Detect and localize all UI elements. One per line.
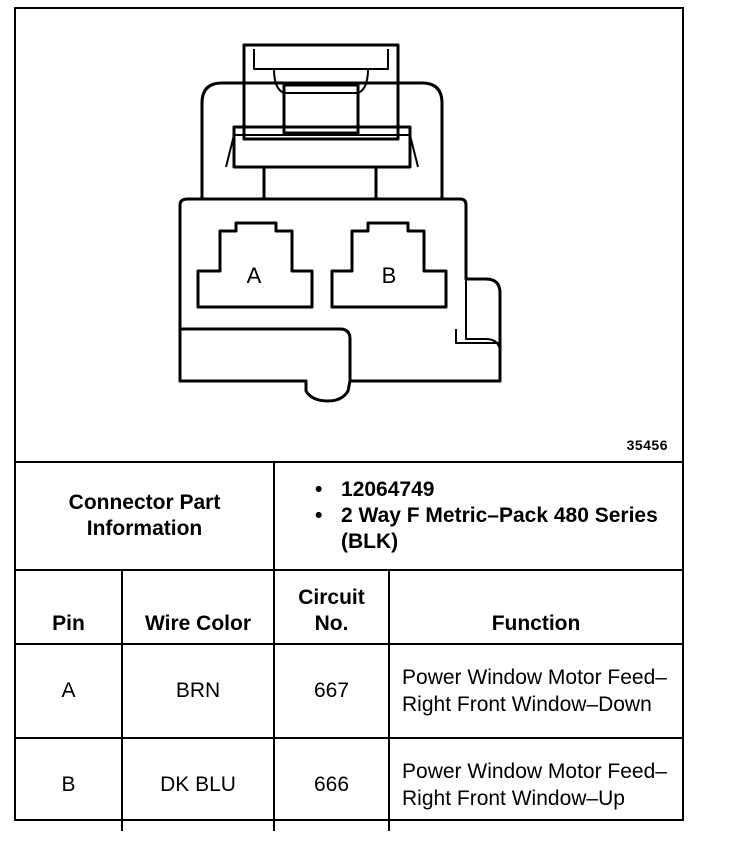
- cavity-a: [196, 221, 314, 309]
- connector-table: Connector Part Information •12064749 •2 …: [16, 461, 683, 831]
- connector-body: [178, 197, 502, 383]
- table-row: B DK BLU 666 Power Window Motor Feed–Rig…: [16, 737, 683, 831]
- latch-block: [242, 43, 400, 141]
- connector-sheet: A B 35456 Connector Part Information •12…: [14, 7, 684, 831]
- connector-band: [232, 125, 412, 169]
- header-wire-color: Wire Color: [120, 569, 276, 645]
- header-circuit: Circuit No.: [273, 569, 391, 645]
- function-cell: Power Window Motor Feed–Right Front Wind…: [388, 737, 683, 831]
- pin-cell: B: [16, 737, 123, 831]
- latch-tab: [282, 83, 360, 135]
- connector-part-label: Connector Part Information: [16, 461, 276, 571]
- circuit-cell: 667: [273, 643, 391, 739]
- figure-id: 35456: [626, 437, 668, 453]
- circuit-cell: 666: [273, 737, 391, 831]
- cavity-b-label: B: [382, 263, 397, 288]
- function-cell: Power Window Motor Feed–Right Front Wind…: [388, 643, 683, 739]
- pin-cell: A: [16, 643, 123, 739]
- wire-color-cell: DK BLU: [120, 737, 276, 831]
- table-header-row: Pin Wire Color Circuit No. Function: [16, 569, 683, 645]
- connector-part-info: •12064749 •2 Way F Metric–Pack 480 Serie…: [273, 461, 683, 571]
- header-pin: Pin: [16, 569, 123, 645]
- wire-color-cell: BRN: [120, 643, 276, 739]
- connector-drawing: A B: [178, 43, 502, 403]
- connector-part-number: •12064749: [315, 478, 435, 501]
- header-function: Function: [388, 569, 683, 645]
- connector-part-type: •2 Way F Metric–Pack 480 Series (BLK): [315, 504, 658, 553]
- table-row: A BRN 667 Power Window Motor Feed–Right …: [16, 643, 683, 739]
- connector-figure: A B 35456: [16, 9, 682, 461]
- cavity-b: [330, 221, 448, 309]
- cavity-a-label: A: [247, 263, 262, 288]
- connector-info-row: Connector Part Information •12064749 •2 …: [16, 461, 683, 571]
- connector-rear-housing: [200, 81, 444, 199]
